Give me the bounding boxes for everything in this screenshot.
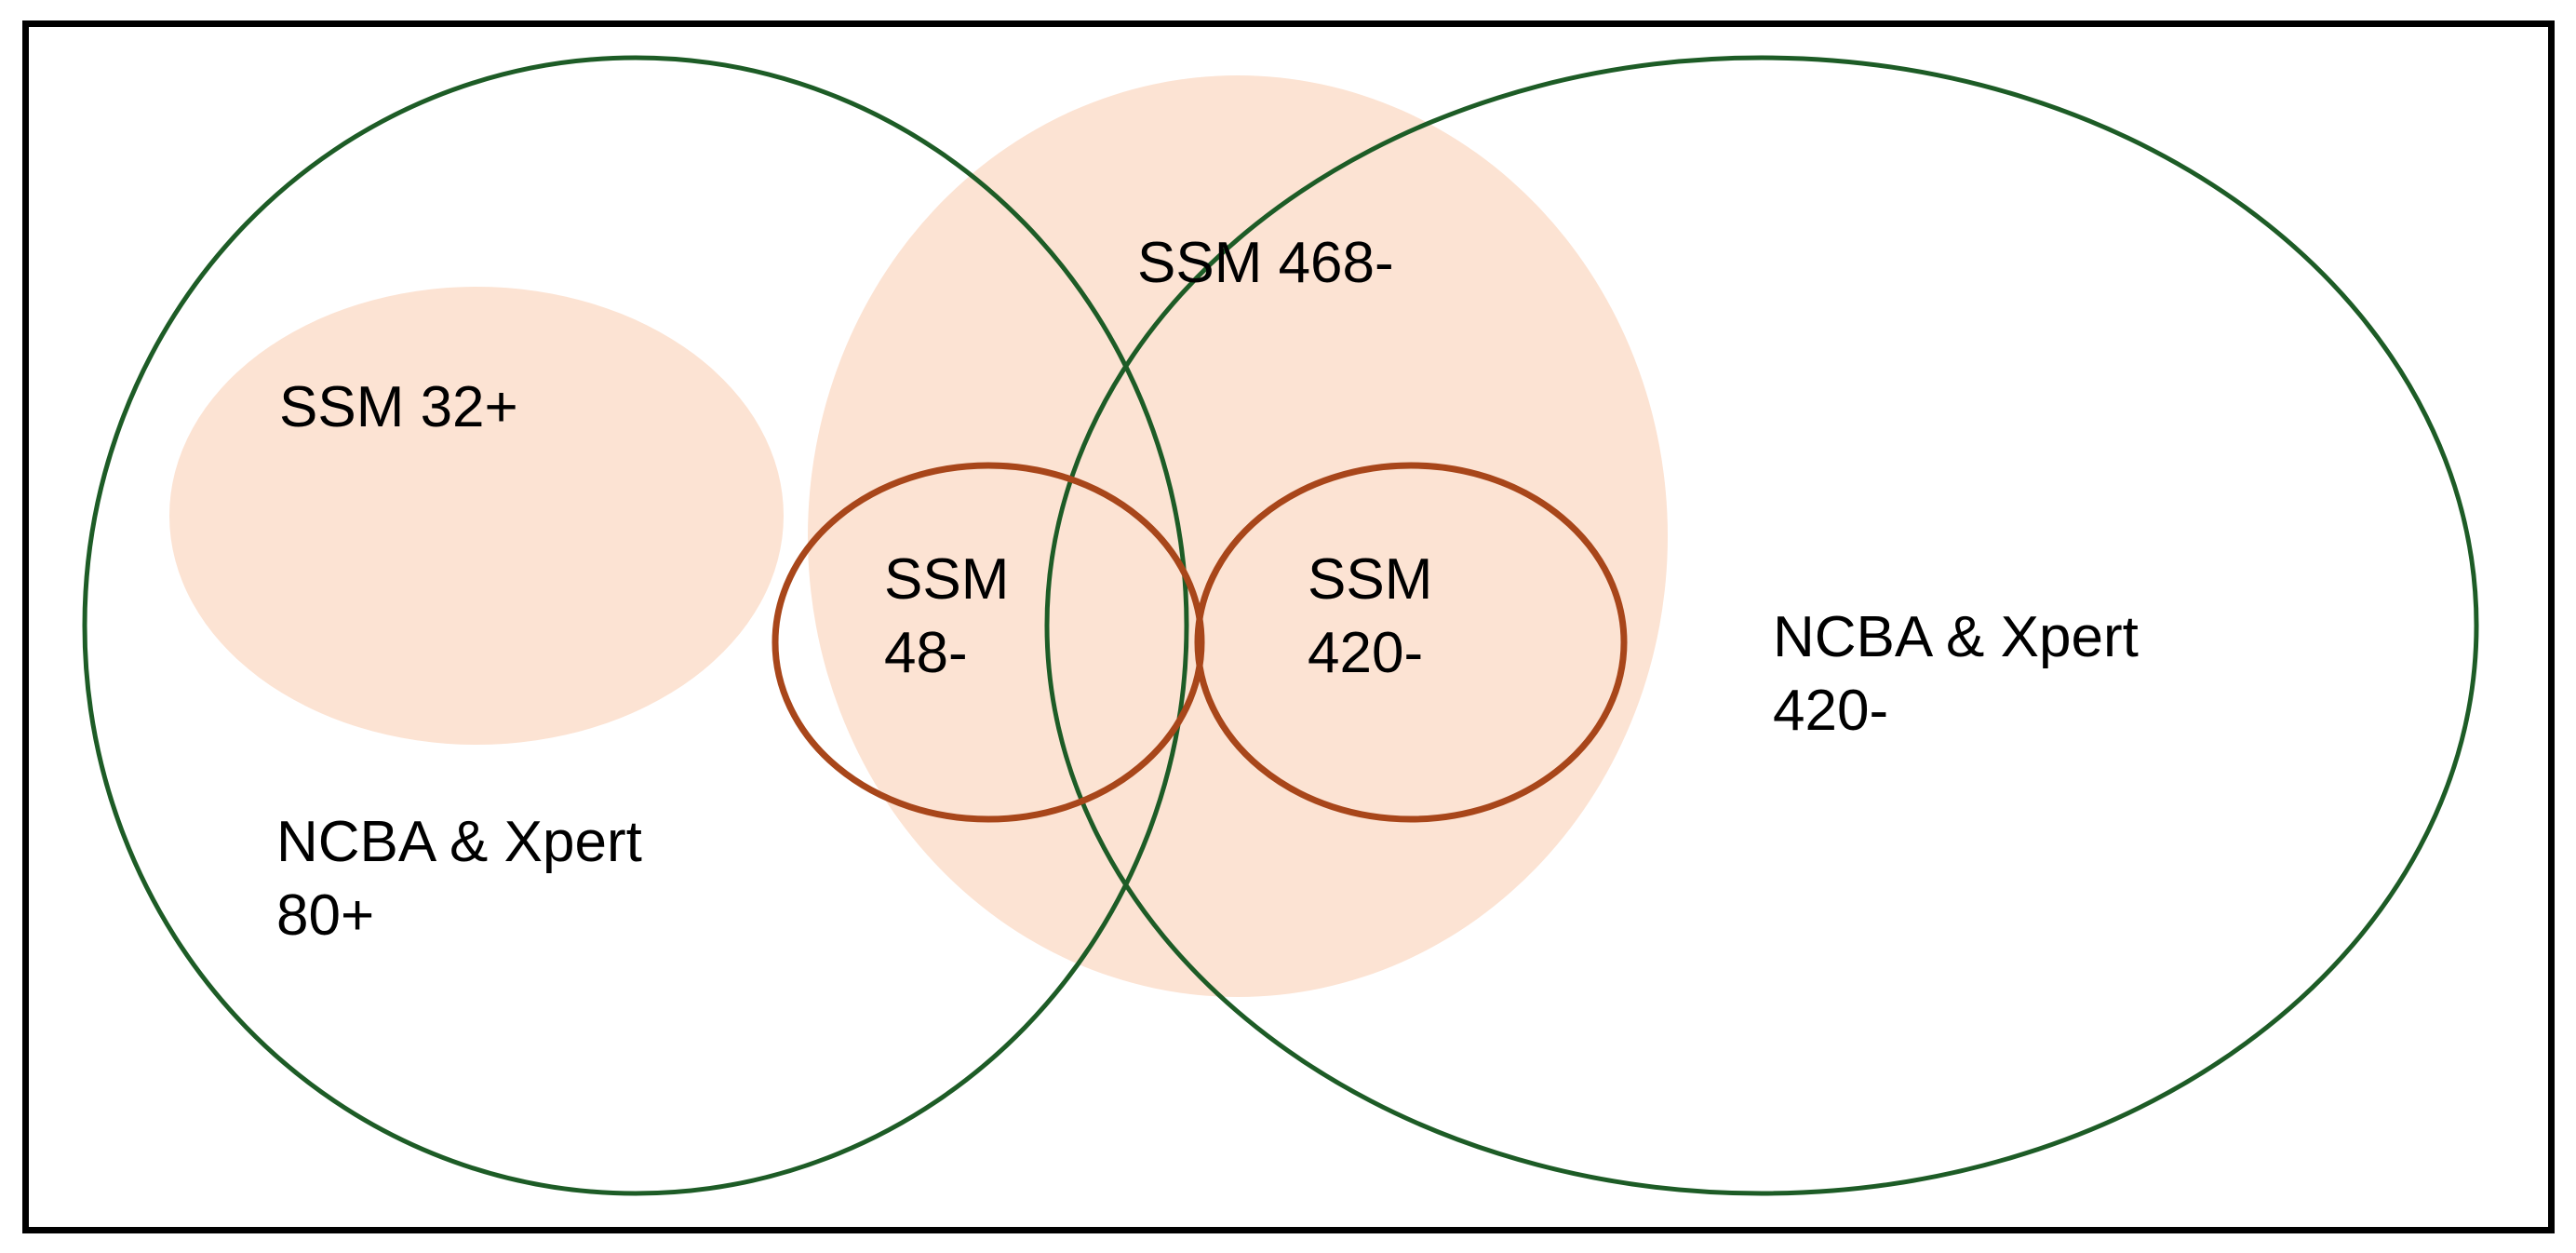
- ssm-420-ellipse: [1194, 462, 1628, 823]
- label-ncba-xpert-80-plus: NCBA & Xpert 80+: [276, 810, 642, 949]
- label-ssm-48-minus: SSM 48-: [884, 547, 1010, 686]
- ncba-xpert-420-ellipse: [1044, 55, 2479, 1196]
- ssm-32-plus-ellipse: [169, 287, 784, 745]
- outer-border: [22, 20, 2555, 1233]
- label-ssm-420-minus: SSM 420-: [1308, 547, 1433, 686]
- label-ncba-xpert-420-minus: NCBA & Xpert 420-: [1773, 605, 2139, 744]
- label-ssm-32-plus: SSM 32+: [279, 375, 518, 439]
- ncba-xpert-80-circle: [82, 55, 1189, 1196]
- label-ssm-468-minus: SSM 468-: [1137, 231, 1394, 295]
- ssm-48-ellipse: [771, 462, 1205, 823]
